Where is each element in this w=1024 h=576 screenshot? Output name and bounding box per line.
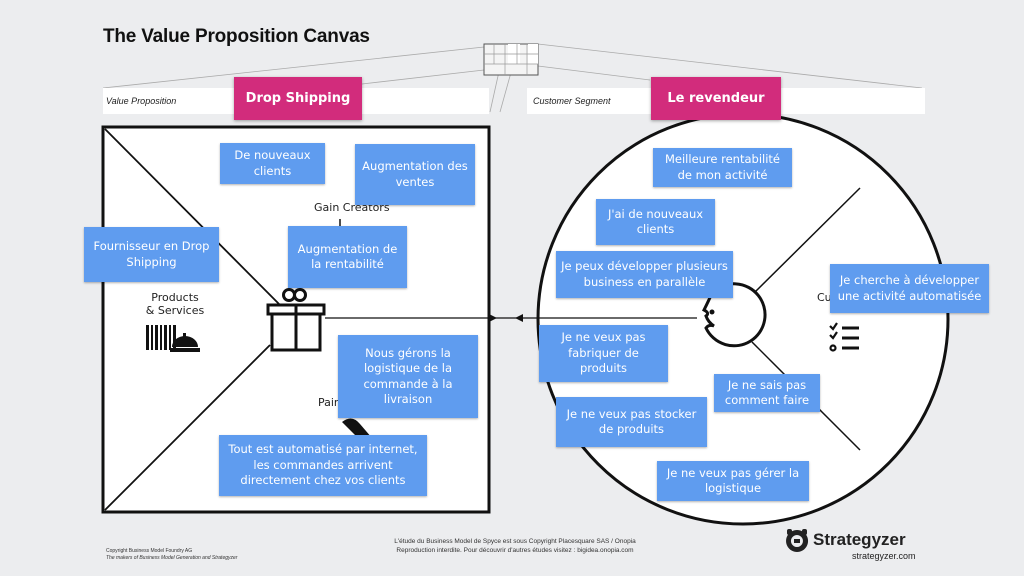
strategyzer-logo-icon (786, 529, 809, 552)
gift-icon (266, 288, 326, 352)
sticky-note[interactable]: De nouveaux clients (220, 143, 325, 184)
strategyzer-logo (783, 527, 811, 557)
strip-label: Customer Segment (533, 96, 611, 106)
value-proposition-tag: Drop Shipping (234, 77, 362, 120)
sticky-note[interactable]: Tout est automatisé par internet, les co… (219, 435, 427, 496)
strip-label: Value Proposition (106, 96, 177, 106)
products-services-label: Products & Services (145, 291, 205, 317)
pain-relievers-label: Pair (318, 396, 339, 409)
sticky-note[interactable]: Meilleure rentabilité de mon activité (653, 148, 792, 187)
arrow-head-icon (515, 314, 523, 322)
footer-line: Reproduction interdite. Pour découvrir d… (396, 546, 634, 554)
perspective-line (537, 43, 923, 89)
sticky-note[interactable]: J'ai de nouveaux clients (596, 199, 715, 245)
barcode-icon (146, 325, 176, 350)
brand-name: Strategyzer (813, 530, 906, 549)
footer-line: L'étude du Business Model de Spyce est s… (394, 538, 636, 545)
sticky-note[interactable]: Je ne sais pas comment faire (714, 374, 820, 412)
sticky-note[interactable]: Nous gérons la logistique de la commande… (338, 335, 478, 418)
perspective-line (361, 69, 485, 85)
divider-line (751, 187, 861, 296)
sticky-note[interactable]: Je ne veux pas fabriquer de produits (539, 325, 668, 382)
sticky-note[interactable]: Augmentation des ventes (355, 144, 475, 205)
footer-copyright: Copyright Business Model Foundry AG The … (106, 548, 237, 562)
footer-notice: L'étude du Business Model de Spyce est s… (370, 538, 660, 555)
footer-line: Copyright Business Model Foundry AG (106, 548, 193, 554)
divider-line (104, 344, 271, 511)
customer-segment-tag: Le revendeur (651, 77, 781, 120)
perspective-line (102, 46, 485, 89)
service-bell-icon (170, 333, 200, 352)
face-icon (701, 282, 767, 348)
sticky-note[interactable]: Fournisseur en Drop Shipping (84, 227, 219, 282)
footer-line: The makers of Business Model Generation … (106, 555, 238, 561)
checklist-icon (829, 322, 859, 352)
sticky-note[interactable]: Je ne veux pas gérer la logistique (657, 461, 809, 501)
page-title: The Value Proposition Canvas (103, 26, 370, 47)
sticky-note[interactable]: Augmentation de la rentabilité (288, 226, 407, 288)
customer-jobs-label: Cu (817, 291, 832, 304)
divider-line (104, 128, 281, 306)
sticky-note[interactable]: Je cherche à développer une activité aut… (830, 264, 989, 313)
sticky-note[interactable]: Je ne veux pas stocker de produits (556, 397, 707, 447)
face-eye-icon (709, 309, 715, 315)
pain-reliever-icon (342, 418, 372, 438)
perspective-line (537, 65, 651, 81)
brand-url[interactable]: strategyzer.com (852, 551, 916, 561)
sticky-note[interactable]: Je peux développer plusieurs business en… (556, 251, 733, 298)
arrow-head-icon (489, 314, 497, 322)
mini-map-icon (483, 43, 539, 76)
